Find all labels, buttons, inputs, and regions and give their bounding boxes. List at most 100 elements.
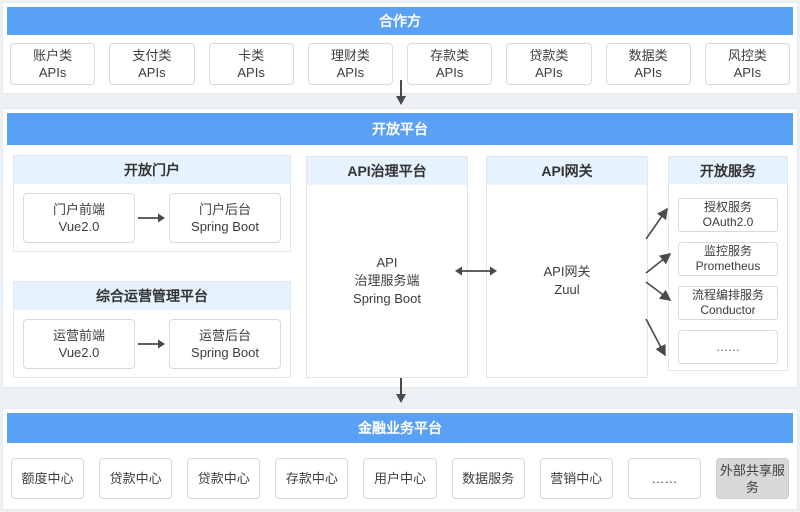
operations-backend-label: 运营后台 (198, 327, 251, 343)
service-label: 授权服务 (703, 200, 752, 214)
partners-api-row: 账户类 APIs 支付类 APIs 卡类 APIs 理财类 APIs 存款类 A… (10, 43, 790, 85)
api-box-data: 数据类 APIs (605, 43, 691, 85)
open-portal-body: 门户前端 Vue2.0 门户后台 Spring Boot (14, 184, 290, 251)
open-portal-subpanel: 开放门户 门户前端 Vue2.0 门户后台 S (13, 155, 291, 252)
operations-body: 运营前端 Vue2.0 运营后台 Spring Boot (14, 310, 290, 377)
service-tech: Prometheus (695, 259, 761, 273)
api-governance-column: API治理平台 API 治理服务端 Spring Boot (306, 156, 468, 378)
right-arrow-icon (138, 212, 166, 224)
api-box-sublabel: APIs (138, 65, 166, 80)
open-platform-title: 开放平台 (372, 121, 428, 137)
api-box-sublabel: APIs (336, 65, 365, 80)
open-services-title: 开放服务 (700, 162, 756, 179)
financial-platform-title: 金融业务平台 (358, 420, 442, 436)
api-box-label: 账户类 (33, 48, 73, 63)
partners-header: 合作方 (7, 7, 793, 35)
service-label: 流程编排服务 (691, 288, 764, 302)
api-box-label: 贷款类 (529, 48, 569, 63)
api-box-accounts: 账户类 APIs (10, 43, 96, 85)
api-box-label: 支付类 (132, 48, 172, 63)
portal-frontend-box: 门户前端 Vue2.0 (23, 192, 135, 243)
center-box-deposit: 存款中心 (275, 458, 349, 499)
api-governance-body: API 治理服务端 Spring Boot (307, 185, 467, 377)
center-box-marketing: 营销中心 (539, 458, 613, 499)
operations-frontend-tech: Vue2.0 (58, 344, 100, 360)
operations-frontend-box: 运营前端 Vue2.0 (23, 318, 135, 369)
auth-service-box: 授权服务 OAuth2.0 (678, 198, 778, 232)
open-platform-header: 开放平台 (7, 113, 793, 145)
left-column: 开放门户 门户前端 Vue2.0 门户后台 S (13, 155, 291, 378)
api-box-deposits: 存款类 APIs (407, 43, 493, 85)
api-box-label: 数据类 (628, 48, 668, 63)
operations-subpanel: 综合运营管理平台 运营前端 Vue2.0 运营后台 (13, 281, 291, 378)
open-portal-subheader: 开放门户 (14, 156, 290, 184)
api-box-risk: 风控类 APIs (704, 43, 790, 85)
center-label: 存款中心 (285, 471, 338, 486)
open-services-column: 开放服务 授权服务 OAuth2.0 监控服务 Prometheus 流程编排服… (668, 156, 788, 371)
api-gateway-body: API网关 Zuul (487, 185, 647, 377)
down-arrow-icon (394, 378, 408, 404)
operations-backend-tech: Spring Boot (191, 344, 259, 360)
center-label: 外部共享服务 (719, 462, 785, 495)
open-services-subheader: 开放服务 (669, 157, 787, 184)
center-box-loan2: 贷款中心 (187, 458, 261, 499)
more-services-box: …… (678, 330, 778, 364)
external-shared-service-box: 外部共享服务 (715, 458, 789, 499)
fan-arrows-icon (639, 199, 681, 371)
center-label: …… (651, 471, 678, 486)
operations-title: 综合运营管理平台 (96, 288, 208, 304)
api-box-label: 理财类 (330, 48, 370, 63)
api-governance-title: API治理平台 (347, 163, 427, 179)
api-governance-line: 治理服务端 (354, 273, 420, 288)
operations-frontend-label: 运营前端 (52, 327, 105, 343)
center-box-more: …… (627, 458, 701, 499)
orchestration-service-box: 流程编排服务 Conductor (678, 286, 778, 320)
api-box-label: 风控类 (727, 48, 767, 63)
service-label: 监控服务 (703, 244, 752, 258)
center-label: 数据服务 (462, 471, 515, 486)
api-box-sublabel: APIs (733, 65, 762, 80)
open-portal-title: 开放门户 (124, 162, 180, 178)
service-tech: OAuth2.0 (702, 215, 754, 229)
center-label: 额度中心 (21, 471, 74, 486)
portal-backend-label: 门户后台 (198, 201, 251, 217)
portal-backend-box: 门户后台 Spring Boot (169, 192, 281, 243)
api-governance-tech: Spring Boot (353, 291, 421, 306)
portal-frontend-tech: Vue2.0 (58, 218, 100, 234)
operations-subheader: 综合运营管理平台 (14, 282, 290, 310)
api-box-sublabel: APIs (634, 65, 662, 80)
api-governance-line: API (376, 255, 398, 270)
api-box-payments: 支付类 APIs (109, 43, 195, 85)
double-arrow-icon (454, 265, 498, 277)
api-box-label: 存款类 (430, 48, 470, 63)
partners-title: 合作方 (379, 13, 421, 29)
financial-platform-header: 金融业务平台 (7, 413, 793, 443)
api-box-sublabel: APIs (38, 65, 67, 80)
center-box-user: 用户中心 (363, 458, 437, 499)
center-box-dataservice: 数据服务 (451, 458, 525, 499)
api-gateway-tech: Zuul (554, 282, 580, 297)
api-box-loans: 贷款类 APIs (506, 43, 592, 85)
api-box-wealth: 理财类 APIs (307, 43, 393, 85)
service-tech: Conductor (700, 303, 756, 317)
center-label: 营销中心 (550, 471, 603, 486)
api-box-sublabel: APIs (237, 65, 265, 80)
api-box-cards: 卡类 APIs (208, 43, 294, 85)
api-gateway-line: API网关 (543, 264, 591, 279)
center-box-loan1: 贷款中心 (99, 458, 173, 499)
api-box-sublabel: APIs (435, 65, 464, 80)
open-services-body: 授权服务 OAuth2.0 监控服务 Prometheus 流程编排服务 Con… (669, 184, 787, 378)
center-label: 贷款中心 (109, 471, 162, 486)
partners-panel: 合作方 账户类 APIs 支付类 APIs 卡类 APIs 理财类 APIs 存… (2, 2, 798, 94)
api-gateway-subheader: API网关 (487, 157, 647, 185)
center-label: 用户中心 (373, 471, 426, 486)
api-box-label: 卡类 (238, 48, 265, 63)
operations-backend-box: 运营后台 Spring Boot (169, 318, 281, 369)
financial-centers-row: 额度中心 贷款中心 贷款中心 存款中心 用户中心 数据服务 营销中心 …… (11, 458, 789, 499)
api-gateway-column: API网关 API网关 Zuul (486, 156, 648, 378)
monitor-service-box: 监控服务 Prometheus (678, 242, 778, 276)
api-governance-subheader: API治理平台 (307, 157, 467, 185)
right-arrow-icon (138, 338, 166, 350)
financial-platform-panel: 金融业务平台 额度中心 贷款中心 贷款中心 存款中心 用户中心 数据服务 营销中… (2, 408, 798, 510)
